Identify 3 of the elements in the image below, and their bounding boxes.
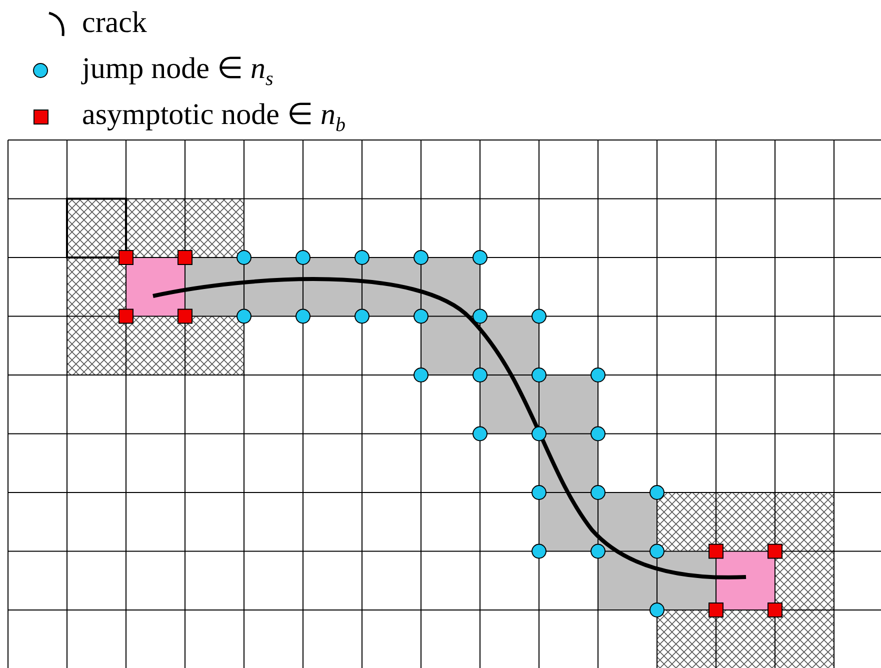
legend-text: crack <box>82 6 147 40</box>
legend-text: asymptotic node ∈ n$_{b}$ <box>82 98 346 138</box>
legend-text: jump node ∈ n$_{s}$ <box>82 52 274 92</box>
